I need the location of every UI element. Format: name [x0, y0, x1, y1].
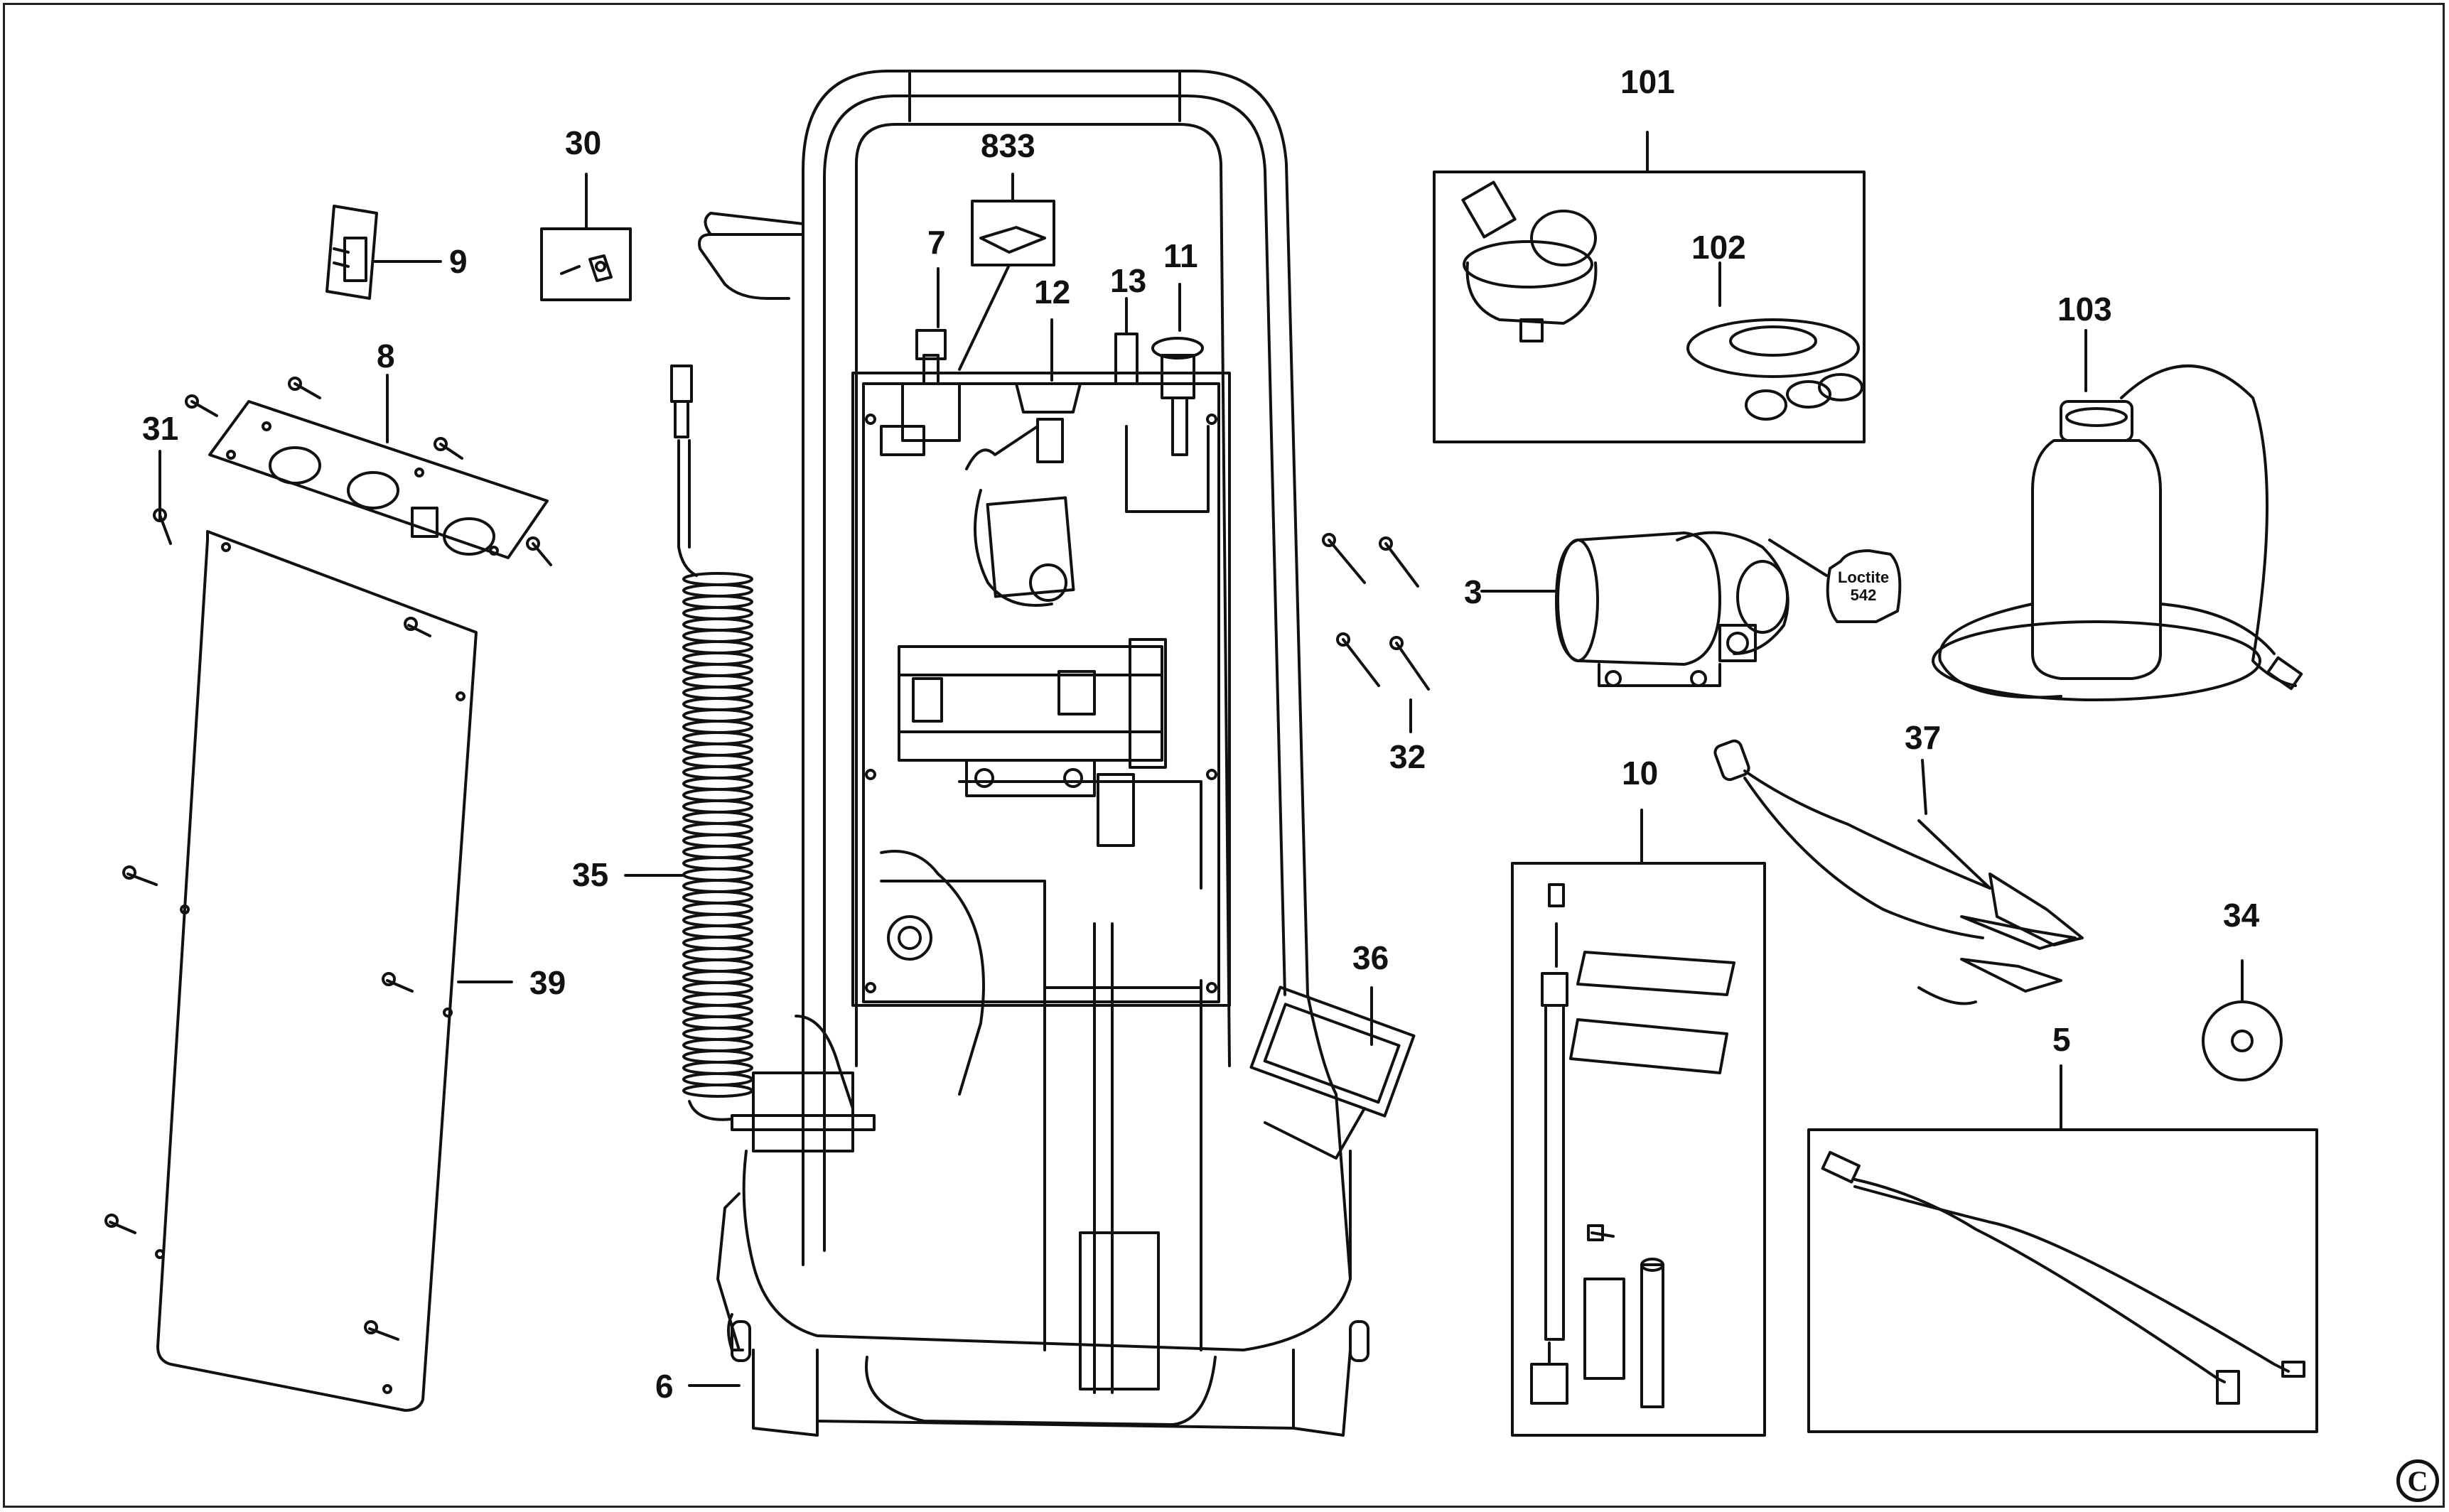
hose-coil-ring: [682, 799, 753, 814]
screws-32: [1322, 533, 1430, 691]
hose-coil-ring: [682, 868, 753, 882]
hose-coil-ring: [682, 833, 753, 848]
hose-coil-ring: [682, 981, 753, 995]
box-5: [1807, 1128, 2318, 1433]
callout-9: 9: [449, 243, 468, 280]
charger-cart: [698, 70, 1416, 1437]
hose-coil-ring: [682, 583, 753, 598]
part-833-box: [971, 200, 1055, 266]
callout-31: 31: [142, 410, 179, 447]
hose-coil-ring: [682, 595, 753, 609]
callout-6: 6: [655, 1368, 674, 1405]
box-10: [1511, 862, 1766, 1437]
callout-34: 34: [2223, 897, 2260, 934]
hose-coil-ring: [682, 1084, 753, 1098]
switch-plate: [325, 205, 378, 300]
hose-coil-ring: [682, 1061, 753, 1075]
hose-coil-ring: [682, 1015, 753, 1030]
callout-32: 32: [1389, 738, 1426, 775]
bottle: [1932, 364, 2303, 701]
box-101: [1433, 171, 1866, 443]
callout-39: 39: [529, 964, 566, 1001]
callout-5: 5: [2052, 1021, 2071, 1058]
hose-coil-ring: [682, 856, 753, 870]
hose-coil-ring: [682, 674, 753, 688]
callout-3: 3: [1464, 573, 1482, 610]
hose-coil-ring: [682, 811, 753, 825]
level-sensor-kit: [1530, 883, 1735, 1408]
callout-13: 13: [1110, 262, 1147, 299]
callout-35: 35: [572, 856, 609, 893]
callout-37: 37: [1905, 719, 1942, 756]
wiring-harness: [1821, 1150, 2305, 1405]
hose-coil-ring: [682, 1004, 753, 1018]
callout-102: 102: [1691, 229, 1746, 266]
callout-11: 11: [1163, 237, 1198, 274]
pump: [1555, 531, 1902, 687]
hose-coil-ring: [682, 731, 753, 745]
callout-7: 7: [927, 224, 946, 261]
callout-10: 10: [1622, 755, 1659, 792]
hose-coil-ring: [682, 1049, 753, 1064]
hose-coil-ring: [682, 777, 753, 791]
hose-coil-ring: [682, 697, 753, 711]
hose-coil-ring: [682, 663, 753, 677]
callout-36: 36: [1352, 939, 1389, 976]
callout-30: 30: [565, 124, 602, 161]
hose-coil-ring: [682, 1027, 753, 1041]
hose-coil-ring: [682, 993, 753, 1007]
hose-coil-ring: [682, 822, 753, 836]
hose-coil-ring: [682, 742, 753, 757]
hose-coil-ring: [682, 788, 753, 802]
hose-coil-ring: [682, 936, 753, 950]
loctite-code: 542: [1851, 586, 1877, 604]
callout-103: 103: [2057, 291, 2112, 328]
copyright-icon: C: [2396, 1459, 2439, 1502]
callout-101: 101: [1620, 63, 1675, 100]
hose-coil-ring: [682, 652, 753, 666]
hose-coil-ring: [682, 572, 753, 586]
diagram-border: [3, 3, 2445, 1508]
hose-coil-ring: [682, 970, 753, 984]
hose-coil-ring: [682, 720, 753, 734]
hose-coil-ring: [682, 686, 753, 700]
hose-coil-ring: [682, 754, 753, 768]
hose-coil-ring: [682, 845, 753, 859]
adapter-fitting: [1461, 180, 1598, 342]
hose-coil-ring: [682, 1038, 753, 1052]
callout-833: 833: [981, 127, 1035, 164]
hose-coil-ring: [682, 902, 753, 916]
hose-coil-ring: [682, 765, 753, 779]
hose-coil-ring: [682, 947, 753, 961]
hose-coil-ring: [682, 958, 753, 973]
part-30-box: [540, 227, 632, 301]
hose-coil-ring: [682, 606, 753, 620]
loctite-label: Loctite: [1838, 568, 1889, 586]
hose-coil-ring: [682, 629, 753, 643]
battery-clamps: [1713, 739, 2084, 1005]
hose-coil-ring: [682, 1072, 753, 1086]
callout-8: 8: [377, 338, 395, 374]
hose-coil-ring: [682, 640, 753, 654]
coiled-hose: [670, 364, 753, 1121]
seal-rings: [1686, 318, 1863, 421]
hose-coil-ring: [682, 913, 753, 927]
control-plate: [153, 377, 552, 566]
hose-coil-ring: [682, 708, 753, 723]
hose-coil-ring: [682, 924, 753, 939]
hose-coil-ring: [682, 890, 753, 904]
washer: [2202, 1000, 2283, 1081]
hose-coil-ring: [682, 879, 753, 893]
hose-coil-ring: [682, 617, 753, 632]
leader-lines: [158, 131, 2244, 1387]
callout-12: 12: [1034, 274, 1071, 310]
side-panel: [104, 530, 478, 1412]
